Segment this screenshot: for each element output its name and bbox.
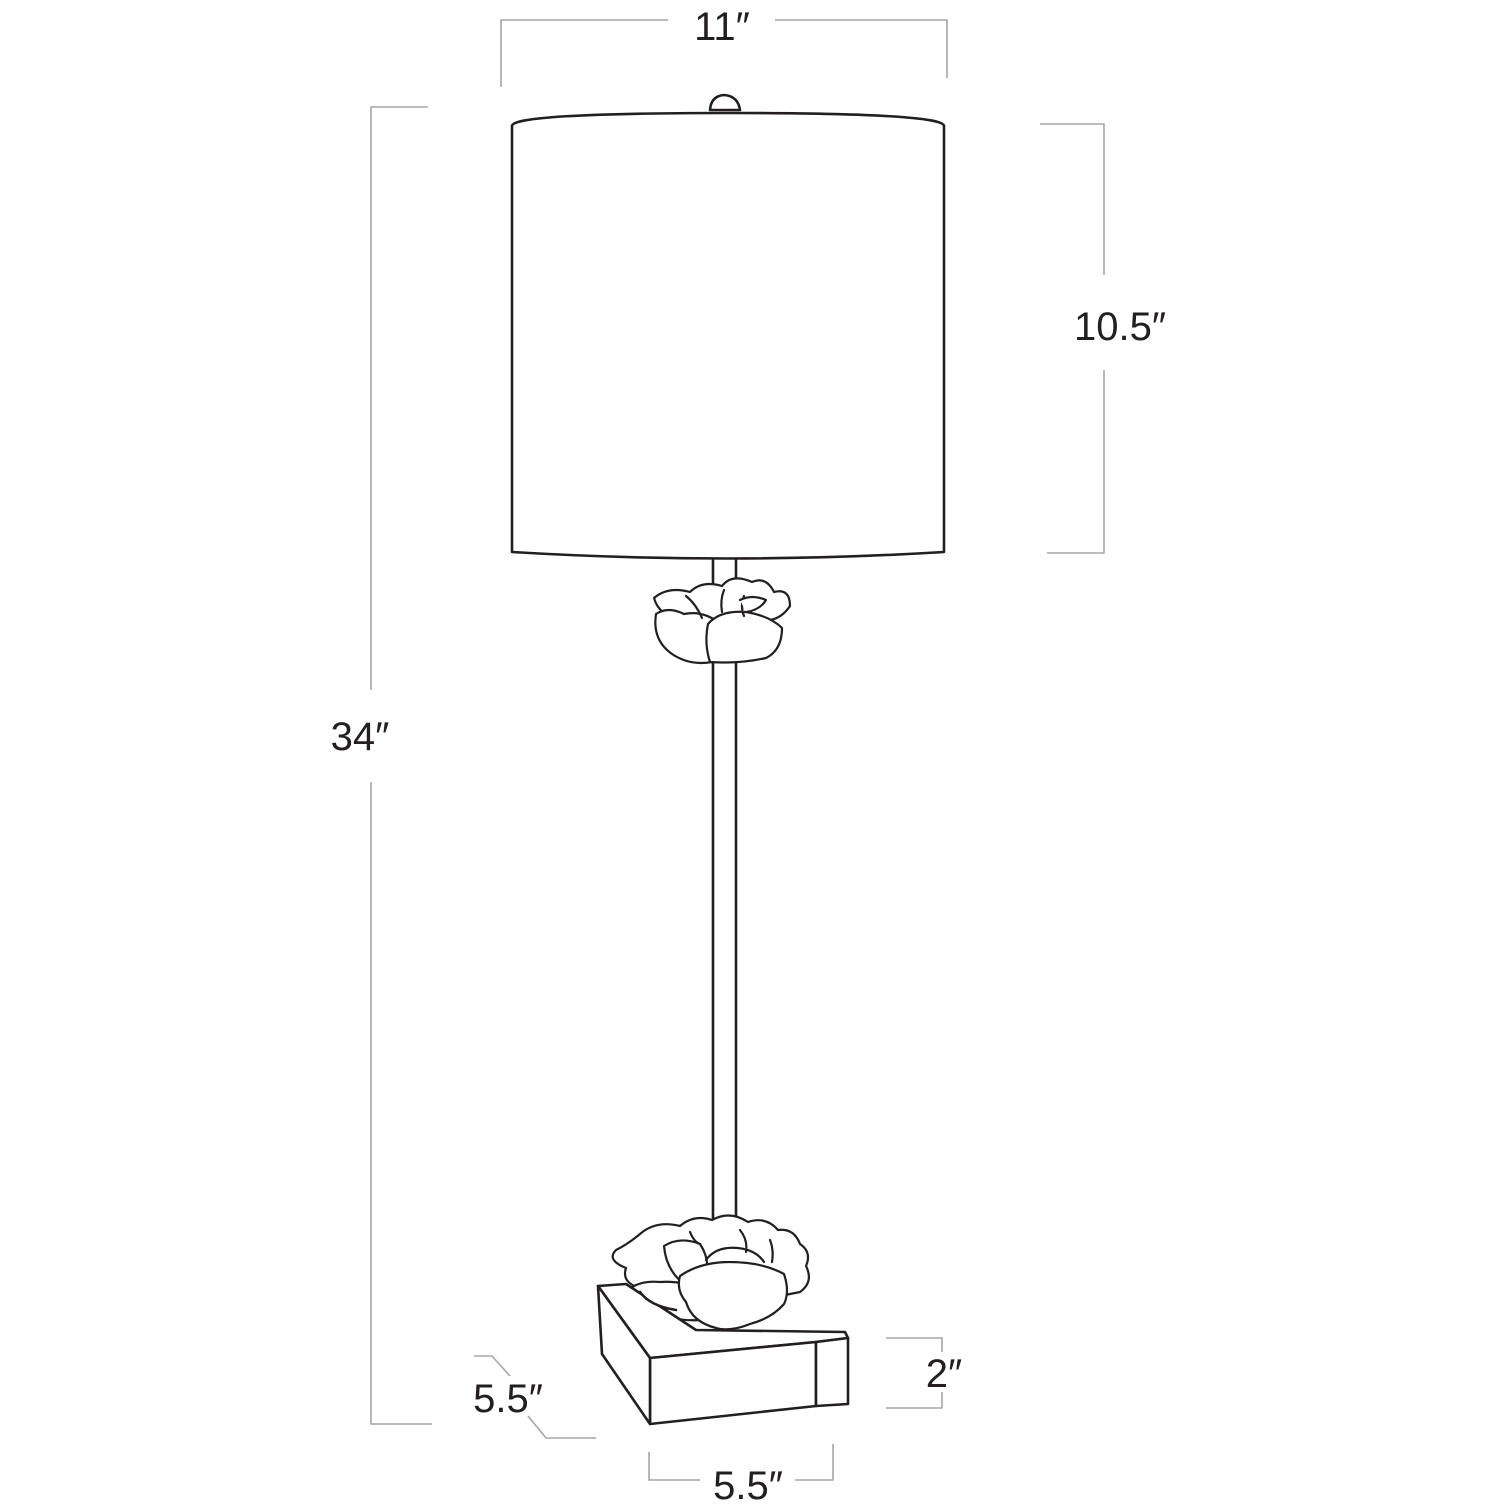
base-height-label: 2″ [926,1352,962,1396]
base-width-label: 5.5″ [713,1464,783,1504]
lamp-shade [510,111,946,560]
overall-height-label: 34″ [331,715,390,759]
base-front-face [648,1340,818,1426]
shade-width-dimension: 11″ [500,5,948,87]
lower-flower-ornament [611,1214,811,1331]
lamp-stem [711,558,738,1220]
shade-height-label: 10.5″ [1074,305,1166,349]
base-depth-dimension: 5.5″ [473,1355,596,1439]
base-right-side [814,1336,850,1408]
upper-flower-ornament [652,577,792,665]
base-left-face [596,1284,652,1426]
lamp-drawing [510,93,946,1426]
base-width-dimension: 5.5″ [648,1444,834,1504]
shade-height-dimension: 10.5″ [1040,123,1166,554]
base-height-dimension: 2″ [886,1337,962,1409]
overall-height-dimension: 34″ [331,106,432,1425]
shade-width-label: 11″ [694,5,750,49]
base-depth-label: 5.5″ [473,1377,543,1421]
lamp-base [596,1282,850,1426]
finial [708,93,742,112]
